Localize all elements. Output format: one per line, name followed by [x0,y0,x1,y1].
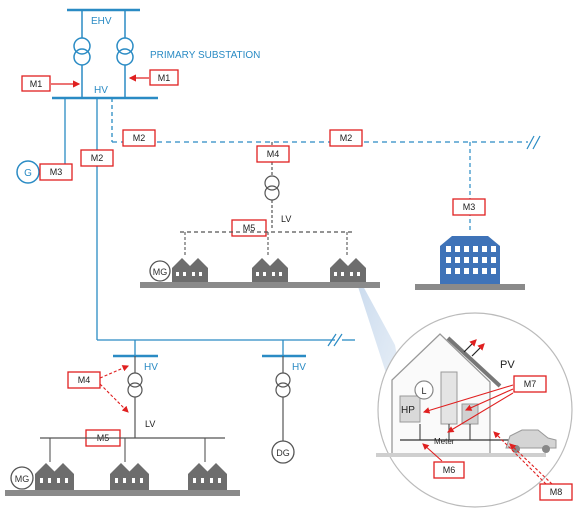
meter-label: Meter [434,437,455,446]
marker-m8 [539,483,573,501]
svg-text:M4: M4 [267,149,280,159]
dg-transformer [275,372,291,388]
microgrid-top-label: MG [153,267,168,277]
houses-top [172,258,366,282]
primary-transformer-right [116,37,134,66]
electric-car [505,429,557,449]
ground-top [140,282,380,288]
marker-m4-top [256,145,290,163]
commercial-building [440,236,500,284]
ground-bottom [5,490,240,496]
lv-top-label: LV [281,214,291,224]
marker-m1-left [21,75,51,92]
marker-m6 [433,461,465,479]
microgrid-bottom-node [10,466,34,490]
primary-substation-label: PRIMARY SUBSTATION [150,50,260,61]
marker-m2-mid [122,129,156,147]
marker-m3-building [452,198,486,216]
secondary-transformer-top [264,175,280,191]
marker-m1-right [149,69,179,86]
svg-text:M1: M1 [158,73,171,83]
microgrid-bottom-label: MG [15,474,30,484]
svg-text:M4: M4 [78,375,91,385]
lv-bottom-label: LV [145,419,155,429]
svg-text:M2: M2 [91,153,104,163]
svg-text:M2: M2 [340,133,353,143]
hv-right-label: HV [292,362,306,373]
ground-building [415,284,525,290]
svg-text:M1: M1 [30,79,43,89]
load-label: L [421,386,426,396]
svg-text:M8: M8 [550,487,563,497]
marker-m2-left [80,149,114,167]
storage-unit [440,371,458,425]
house-detail [376,333,557,457]
generator-label: G [24,168,32,179]
svg-text:M7: M7 [524,379,537,389]
svg-text:M2: M2 [133,133,146,143]
secondary-transformer-left [127,372,143,388]
pv-label: PV [500,359,515,371]
svg-text:M6: M6 [443,465,456,475]
primary-transformer-left [73,37,91,66]
microgrid-top-node [149,260,171,282]
svg-text:M3: M3 [50,167,63,177]
marker-m3-gen [39,163,73,181]
ehv-label: EHV [91,16,112,27]
dg-label: DG [276,448,290,458]
load-node [414,380,434,400]
svg-text:M3: M3 [463,202,476,212]
svg-text:M5: M5 [243,223,256,233]
heat-pump-label: HP [401,405,415,416]
marker-m7 [513,375,547,393]
marker-m4-bottom [67,371,101,389]
houses-bottom [35,463,227,490]
hv-label: HV [94,85,108,96]
hv-left-label: HV [144,362,158,373]
marker-m2-right [329,129,363,147]
pv-panel [446,336,502,388]
generator-node [16,160,40,184]
dg-node [271,440,295,464]
